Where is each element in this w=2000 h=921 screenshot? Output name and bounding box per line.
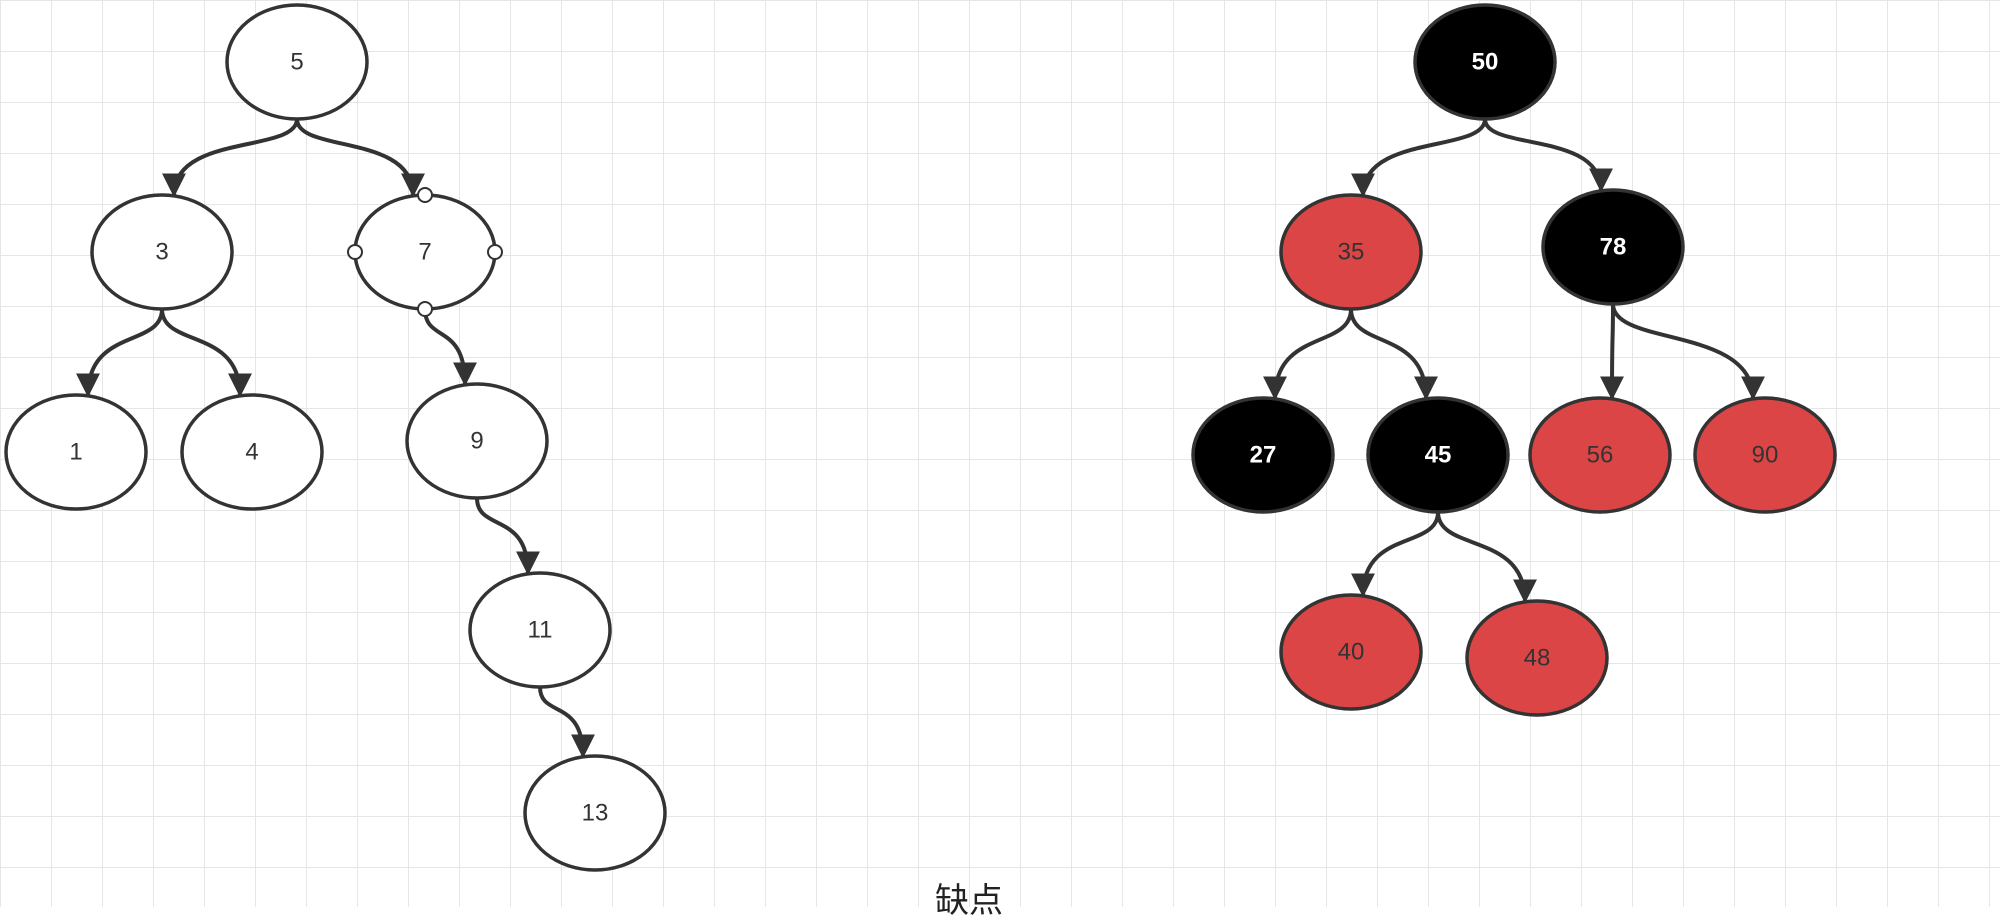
node-3-label: 3: [155, 239, 168, 266]
node-13-shape[interactable]: [523, 754, 667, 872]
node-90-shape[interactable]: [1693, 396, 1837, 514]
edge-50-78[interactable]: [1483, 118, 1613, 193]
node-27[interactable]: 27: [1191, 396, 1335, 514]
node-27-shape[interactable]: [1191, 396, 1335, 514]
node-45-shape[interactable]: [1366, 396, 1510, 514]
edge-78-90[interactable]: [1611, 303, 1765, 401]
node-3-shape[interactable]: [90, 193, 234, 311]
node-50-label: 50: [1472, 49, 1499, 76]
edge-11-13[interactable]: [538, 686, 595, 759]
node-56-label: 56: [1587, 442, 1614, 469]
node-11-shape[interactable]: [468, 571, 612, 689]
edge-78-56[interactable]: [1600, 303, 1625, 401]
node-11-label: 11: [528, 617, 553, 644]
node-78-shape[interactable]: [1541, 188, 1685, 306]
node-35[interactable]: 35: [1279, 193, 1423, 311]
node-40[interactable]: 40: [1279, 593, 1423, 711]
node-35-label: 35: [1338, 239, 1365, 266]
edge-3-4[interactable]: [160, 308, 252, 398]
node-9-label: 9: [470, 428, 483, 455]
node-78-label: 78: [1600, 234, 1627, 261]
node-50-shape[interactable]: [1413, 3, 1557, 121]
edge-45-48[interactable]: [1436, 511, 1537, 604]
node-40-shape[interactable]: [1279, 593, 1423, 711]
node-5-shape[interactable]: [225, 3, 369, 121]
edge-50-35[interactable]: [1351, 118, 1487, 198]
node-13[interactable]: 13: [523, 754, 667, 872]
node-1-shape[interactable]: [4, 393, 148, 511]
node-50[interactable]: 50: [1413, 3, 1557, 121]
node-5-label: 5: [290, 49, 303, 76]
edge-9-11[interactable]: [475, 497, 540, 576]
node-48-label: 48: [1524, 645, 1551, 672]
selection-handle-0[interactable]: [417, 187, 433, 203]
binary-search-tree: 5 3 7 1 4 9 11 13: [4, 3, 667, 872]
edge-7-9[interactable]: [423, 308, 477, 387]
node-56-shape[interactable]: [1528, 396, 1672, 514]
node-90[interactable]: 90: [1693, 396, 1837, 514]
node-3[interactable]: 3: [90, 193, 234, 311]
node-45-label: 45: [1425, 442, 1452, 469]
node-4-label: 4: [245, 439, 258, 466]
node-78[interactable]: 78: [1541, 188, 1685, 306]
selection-handle-1[interactable]: [487, 244, 503, 260]
node-40-label: 40: [1338, 639, 1365, 666]
node-11[interactable]: 11: [468, 571, 612, 689]
node-1-label: 1: [69, 439, 82, 466]
node-4[interactable]: 4: [180, 393, 324, 511]
node-35-shape[interactable]: [1279, 193, 1423, 311]
node-1[interactable]: 1: [4, 393, 148, 511]
node-7[interactable]: 7: [347, 187, 503, 317]
node-4-shape[interactable]: [180, 393, 324, 511]
node-48[interactable]: 48: [1465, 599, 1609, 717]
node-27-label: 27: [1250, 442, 1277, 469]
edge-5-7[interactable]: [295, 118, 425, 198]
selection-handle-3[interactable]: [347, 244, 363, 260]
selection-handle-2[interactable]: [417, 301, 433, 317]
node-13-label: 13: [582, 800, 609, 827]
node-90-label: 90: [1752, 442, 1779, 469]
edge-5-3[interactable]: [162, 118, 299, 198]
edge-45-40[interactable]: [1351, 511, 1440, 598]
node-5[interactable]: 5: [225, 3, 369, 121]
edge-3-1[interactable]: [76, 308, 164, 398]
node-48-shape[interactable]: [1465, 599, 1609, 717]
edge-35-27[interactable]: [1263, 308, 1353, 401]
red-black-tree: 50 35 78 27 45 56 90 40 48: [1191, 3, 1837, 717]
node-56[interactable]: 56: [1528, 396, 1672, 514]
edge-35-45[interactable]: [1349, 308, 1438, 401]
node-9[interactable]: 9: [405, 382, 549, 500]
node-7-label: 7: [418, 239, 431, 266]
node-45[interactable]: 45: [1366, 396, 1510, 514]
node-9-shape[interactable]: [405, 382, 549, 500]
caption-text: 缺点: [935, 881, 1003, 921]
